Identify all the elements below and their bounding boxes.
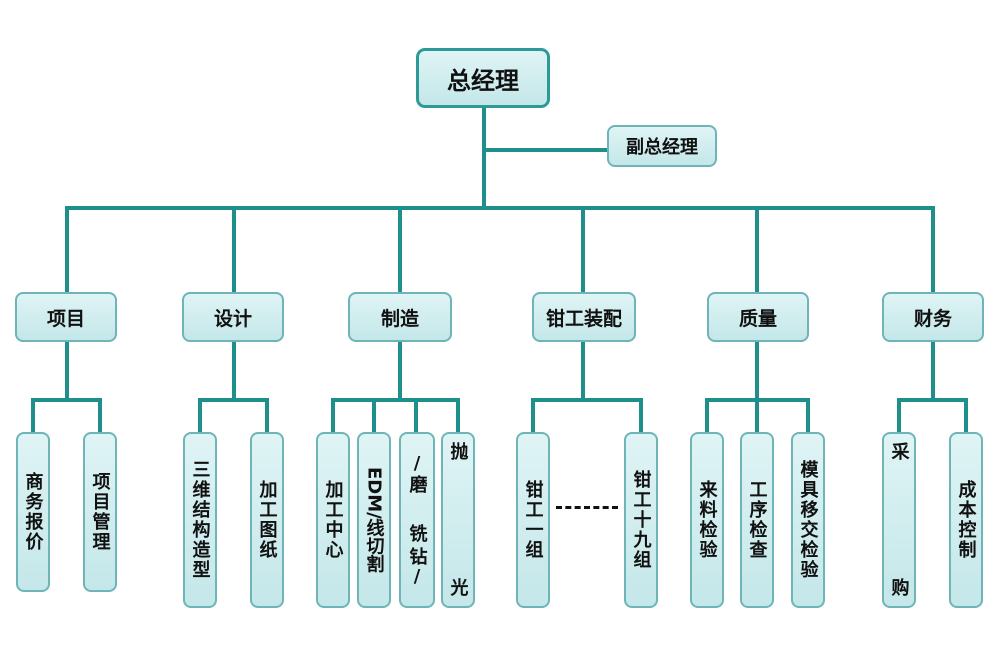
- dept-manufacturing: 制造: [348, 292, 452, 342]
- dept-fitter-assembly-label: 钳工装配: [545, 307, 622, 330]
- procure-bottom-text: 购: [888, 578, 910, 598]
- polish-top-text: 抛: [447, 442, 469, 462]
- unit-machining-center-label: 加工中心: [322, 480, 344, 560]
- unit-mold-handover-inspection: 模具移交检验: [791, 432, 825, 608]
- unit-procurement: 采 购: [882, 432, 916, 608]
- unit-polishing: 抛 光: [441, 432, 475, 608]
- unit-project-management: 项目管理: [83, 432, 117, 592]
- procure-top-text: 采: [888, 442, 910, 462]
- unit-process-inspection: 工序检查: [740, 432, 774, 608]
- unit-machining-center: 加工中心: [316, 432, 350, 608]
- dept-quality: 质量: [707, 292, 809, 342]
- unit-fitter-group-1: 钳工一组: [516, 432, 550, 608]
- dept-design: 设计: [182, 292, 284, 342]
- unit-fitter-group-19-label: 钳工十九组: [630, 470, 652, 570]
- dept-finance: 财务: [882, 292, 984, 342]
- unit-cost-control: 成本控制: [949, 432, 983, 608]
- dept-fitter-assembly: 钳工装配: [532, 292, 636, 342]
- general-manager-box: 总经理: [416, 48, 550, 108]
- dept-quality-label: 质量: [738, 307, 777, 330]
- polish-bottom-text: 光: [447, 578, 469, 598]
- unit-cost-control-label: 成本控制: [955, 480, 977, 560]
- unit-fitter-group-1-label: 钳工一组: [522, 480, 544, 560]
- drill-col-3: /磨: [406, 452, 428, 494]
- dept-design-label: 设计: [213, 307, 252, 330]
- dept-finance-label: 财务: [913, 307, 952, 330]
- general-manager-label: 总经理: [447, 66, 519, 95]
- unit-machining-drawings-label: 加工图纸: [256, 480, 278, 560]
- unit-3d-structure-modeling: 三维结构造型: [183, 432, 217, 608]
- unit-mold-handover-inspection-label: 模具移交检验: [797, 460, 819, 580]
- edm-lower-text: 线切割: [363, 518, 385, 573]
- dept-project-label: 项目: [46, 307, 85, 330]
- unit-edm-wire-cutting-label: EDM/线切割: [362, 467, 387, 573]
- unit-process-inspection-label: 工序检查: [746, 480, 768, 560]
- unit-business-quotation: 商务报价: [16, 432, 50, 592]
- dept-manufacturing-label: 制造: [380, 307, 419, 330]
- unit-machining-drawings: 加工图纸: [250, 432, 284, 608]
- deputy-general-manager-label: 副总经理: [626, 137, 698, 158]
- dept-project: 项目: [15, 292, 117, 342]
- unit-business-quotation-label: 商务报价: [22, 472, 44, 552]
- deputy-general-manager-box: 副总经理: [607, 125, 717, 167]
- ellipsis-dashed-line: [556, 506, 618, 509]
- unit-3d-structure-modeling-label: 三维结构造型: [189, 460, 211, 580]
- drill-col-1: 钻/: [406, 546, 428, 588]
- unit-drill-mill-grind: 钻/ 铣 /磨: [399, 432, 435, 608]
- unit-edm-wire-cutting: EDM/线切割: [357, 432, 391, 608]
- unit-fitter-group-19: 钳工十九组: [624, 432, 658, 608]
- unit-incoming-inspection-label: 来料检验: [696, 480, 718, 560]
- drill-col-2: 铣: [406, 523, 428, 543]
- unit-project-management-label: 项目管理: [89, 472, 111, 552]
- edm-upper-text: EDM/: [363, 467, 385, 519]
- unit-incoming-inspection: 来料检验: [690, 432, 724, 608]
